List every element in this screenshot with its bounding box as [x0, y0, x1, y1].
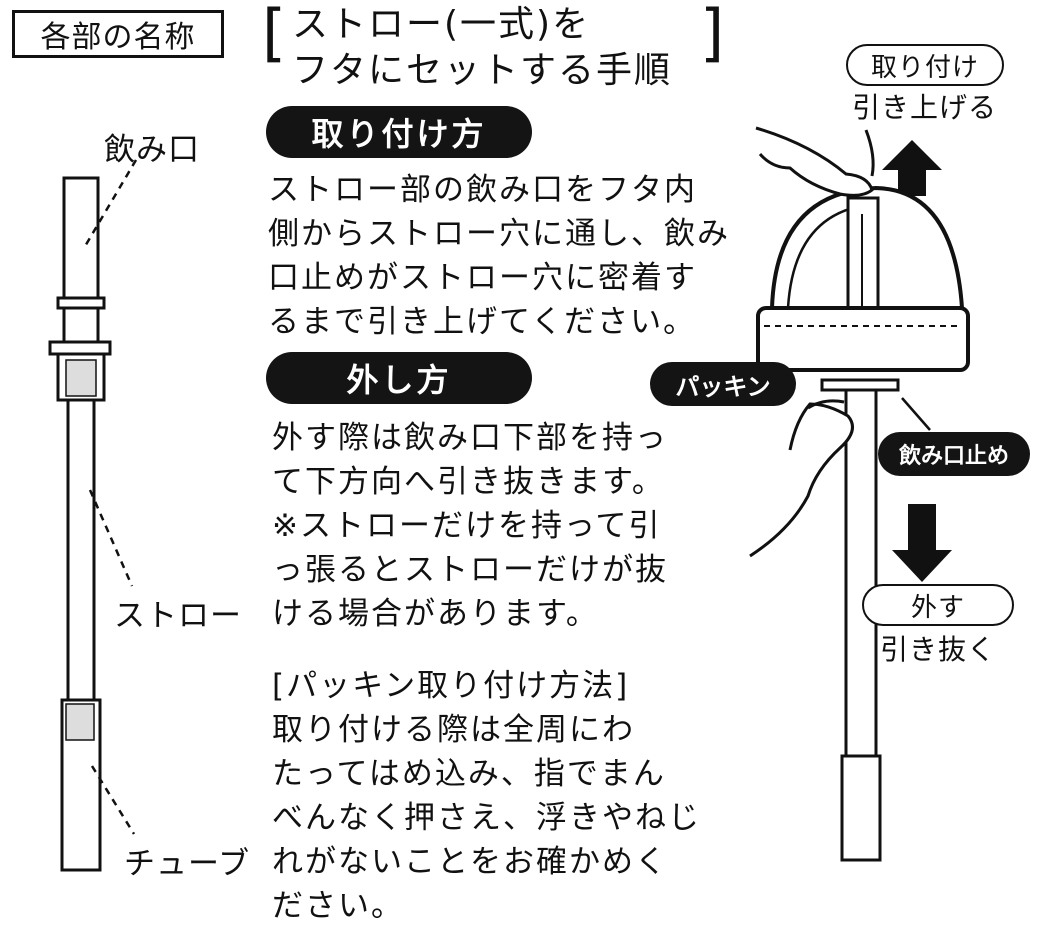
arrow-down-icon [892, 504, 952, 582]
stopper-label: 飲み口止め [878, 432, 1030, 476]
header-close-bracket: ] [700, 0, 725, 69]
attach-heading: 取り付け方 [266, 106, 532, 158]
header-open-bracket: [ [262, 0, 287, 69]
remove-line: 外す際は飲み口下部を持っ [272, 420, 668, 456]
remove-heading: 外し方 [266, 352, 532, 404]
header-line-1: ストロー(一式)を [292, 4, 591, 45]
lid-straw-illustration [749, 126, 970, 862]
header-line-2: フタにセットする手順 [292, 50, 673, 91]
packing-line: れがないことをお確かめく [272, 844, 668, 880]
attach-line: 口止めがストロー穴に密着す [268, 260, 697, 296]
attach-line: 側からストロー穴に通し、飲み [268, 216, 730, 252]
remove-line: て下方向へ引き抜きます。 [272, 464, 665, 500]
packing-line: 取り付ける際は全周にわ [272, 712, 635, 748]
pull-up-label: 引き上げる [852, 91, 998, 124]
straw-label: ストロー [114, 598, 242, 634]
tube-label: チューブ [124, 846, 251, 882]
packing-instructions: [パッキン取り付け方法] 取り付ける際は全周にわ たってはめ込み、指でまん べん… [272, 664, 701, 928]
parts-title: 各部の名称 [12, 10, 224, 58]
remove-callout: 外す [862, 584, 1014, 626]
packing-line: べんなく押さえ、浮きやねじ [272, 800, 701, 836]
remove-line: っ張るとストローだけが抜 [272, 552, 668, 588]
packing-heading: [パッキン取り付け方法] [272, 668, 630, 704]
pull-out-label: 引き抜く [880, 633, 997, 666]
attach-line: ストロー部の飲み口をフタ内 [268, 172, 697, 208]
remove-line: ※ストローだけを持って引 [272, 508, 662, 544]
header-title: ストロー(一式)を フタにセットする手順 [292, 2, 722, 94]
attach-callout: 取り付け [846, 44, 1004, 86]
packing-line: ださい。 [272, 888, 404, 924]
packing-line: たってはめ込み、指でまん [272, 756, 666, 792]
straw-parts-diagram [48, 159, 138, 872]
remove-line: ける場合があります。 [272, 596, 599, 632]
arrow-up-icon [882, 140, 942, 196]
packing-label: パッキン [650, 362, 796, 406]
remove-instructions: 外す際は飲み口下部を持っ て下方向へ引き抜きます。 ※ストローだけを持って引 っ… [272, 416, 668, 636]
mouthpiece-label: 飲み口 [104, 132, 200, 168]
attach-instructions: ストロー部の飲み口をフタ内 側からストロー穴に通し、飲み 口止めがストロー穴に密… [268, 168, 730, 344]
attach-line: るまで引き上げてください。 [268, 304, 697, 340]
